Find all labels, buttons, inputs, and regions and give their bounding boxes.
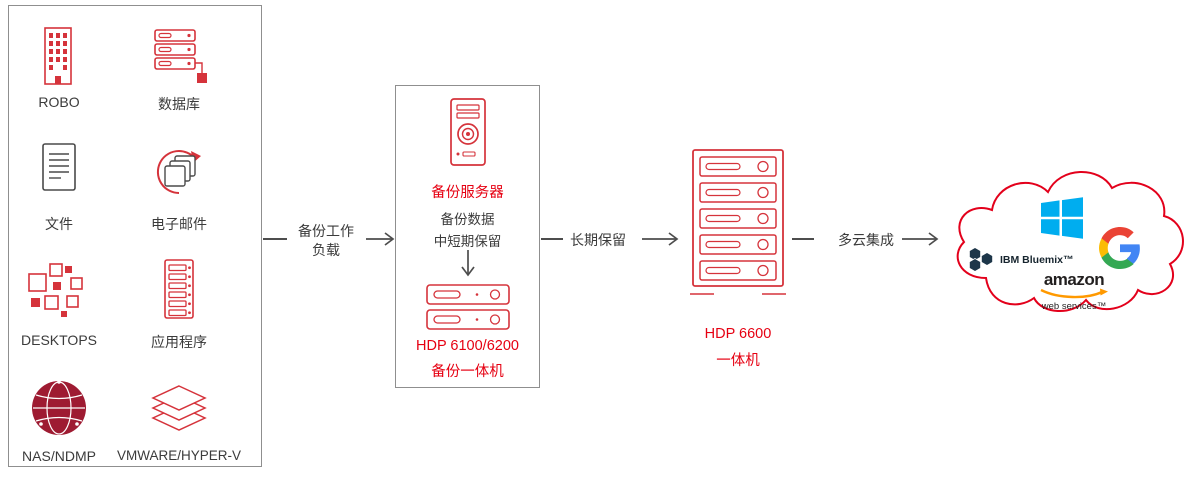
- source-label-desktops: DESKTOPS: [21, 332, 97, 348]
- amazon-logo: amazon web services™: [1026, 270, 1122, 312]
- hdp6600-rack-icon: [690, 149, 786, 295]
- retention-text-line1: 备份数据: [440, 212, 495, 227]
- longterm-label: 长期保留: [570, 232, 626, 248]
- multicloud-label: 多云集成: [838, 232, 894, 248]
- source-label-vmware: VMWARE/HYPER-V: [116, 448, 241, 463]
- workload-line: [263, 238, 287, 240]
- ibm-bluemix-logo: IBM Bluemix™: [966, 246, 1074, 274]
- backup-appliance-icon: [426, 284, 510, 330]
- google-logo-icon: [1099, 227, 1140, 269]
- file-icon: [42, 143, 76, 191]
- source-label-nas: NAS/NDMP: [22, 448, 96, 464]
- backup-box: 备份服务器 备份数据 中短期保留 HDP 6100/6200 备份一体机: [395, 85, 540, 388]
- windows-logo-icon: [1041, 197, 1083, 239]
- retention-text-line2: 中短期保留: [433, 234, 502, 249]
- workload-label: 备份工作 负载: [298, 223, 354, 258]
- ibm-hexagons-icon: [969, 247, 994, 272]
- source-label-email: 电子邮件: [151, 216, 207, 232]
- amazon-sub-label: web services™: [1041, 301, 1107, 312]
- cloud-outline-icon: [956, 171, 1184, 313]
- amazon-label: amazon: [1043, 270, 1105, 289]
- longterm-arrow-icon: [642, 232, 679, 246]
- applications-icon: [164, 259, 194, 319]
- appliance-label-line2: 备份一体机: [431, 364, 504, 380]
- vm-layers-icon: [151, 385, 207, 431]
- source-box: ROBO 数据库 文件 电子邮件 DESKTOPS 应用程序 NAS/NDMP …: [8, 5, 262, 467]
- source-label-database: 数据库: [158, 96, 200, 112]
- source-label-file: 文件: [45, 216, 73, 232]
- source-label-applications: 应用程序: [151, 334, 207, 350]
- appliance-label-line1: HDP 6100/6200: [416, 338, 519, 354]
- hdp6600-label-line2: 一体机: [716, 353, 760, 369]
- desktops-icon: [28, 263, 83, 317]
- ibm-bluemix-label: IBM Bluemix™: [1000, 254, 1074, 266]
- source-label-robo: ROBO: [38, 94, 80, 110]
- backup-server-icon: [450, 98, 486, 166]
- nas-globe-icon: [32, 380, 86, 435]
- building-icon: [44, 27, 72, 85]
- multicloud-line: [792, 238, 814, 240]
- longterm-line: [541, 238, 563, 240]
- hdp6600-label-line1: HDP 6600: [704, 326, 772, 342]
- amazon-smile-icon: [1040, 288, 1108, 299]
- workload-arrow-icon: [366, 232, 395, 246]
- email-icon: [156, 150, 201, 195]
- down-arrow-icon: [461, 250, 475, 277]
- backup-server-label: 备份服务器: [431, 185, 504, 201]
- database-icon: [154, 29, 207, 83]
- multicloud-arrow-icon: [902, 232, 939, 246]
